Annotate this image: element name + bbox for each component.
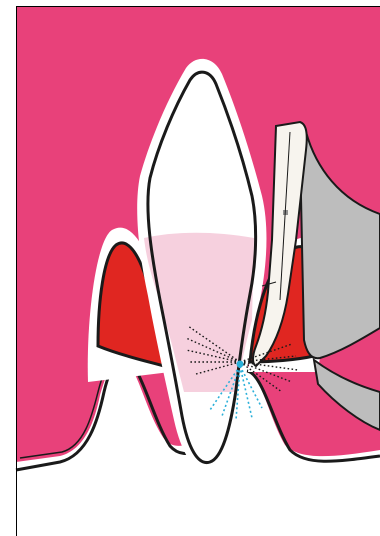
- spray-origin: [237, 361, 244, 368]
